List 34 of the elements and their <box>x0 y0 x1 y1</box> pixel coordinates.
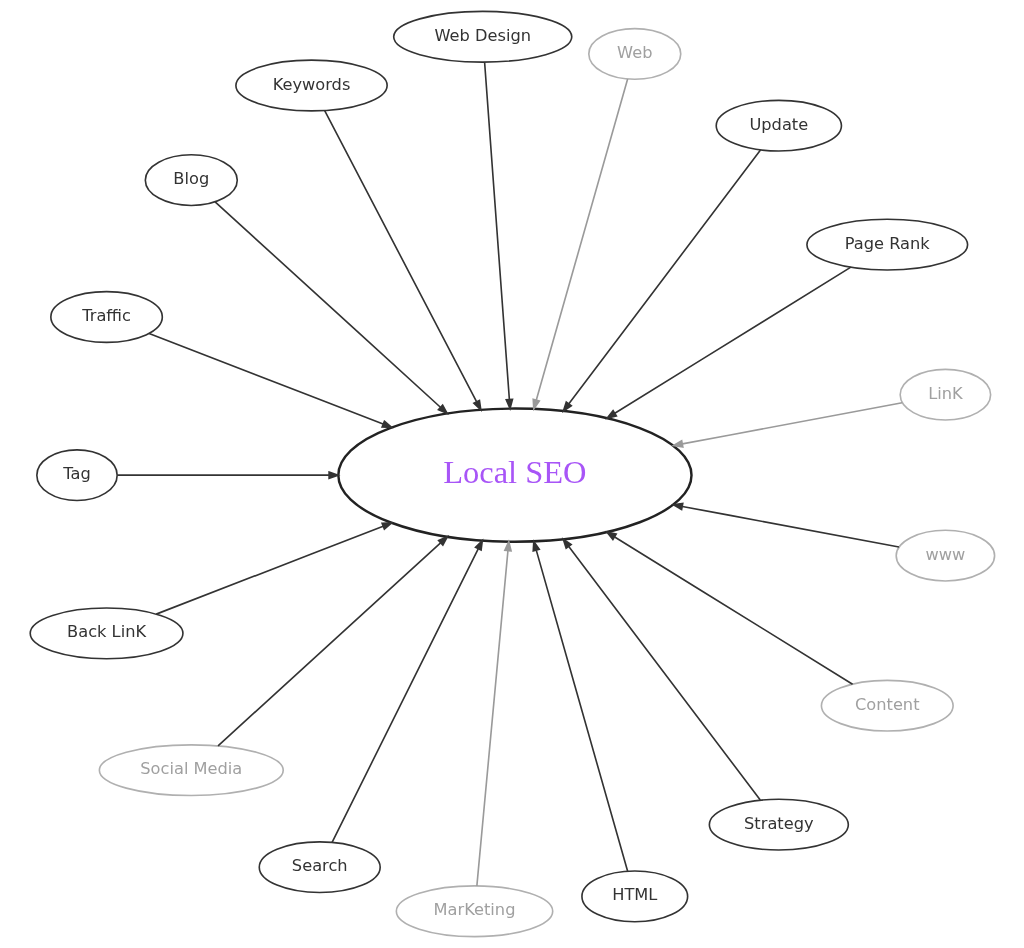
arrow <box>475 539 512 887</box>
arrow <box>561 149 761 413</box>
arrow <box>531 539 628 873</box>
node-ellipse: Tag <box>35 449 118 502</box>
arrow <box>330 538 483 844</box>
node-ellipse: Blog <box>144 154 238 207</box>
node-ellipse: Web Design <box>392 10 573 63</box>
arrow <box>154 522 394 615</box>
node-ellipse: Content <box>820 679 954 732</box>
node-ellipse: Social Media <box>98 744 284 797</box>
node-ellipse: Back LinK <box>28 607 184 660</box>
node-ellipse: MarKeting <box>395 885 553 938</box>
arrow <box>561 537 761 801</box>
node-ellipse: Keywords <box>234 59 388 112</box>
arrow <box>323 109 482 412</box>
arrow <box>483 61 514 411</box>
node-ellipse: Traffic <box>49 290 163 344</box>
node-ellipse: Update <box>714 99 842 152</box>
arrow <box>670 401 903 448</box>
arrow <box>604 530 853 686</box>
arrow <box>116 470 340 480</box>
arrow <box>213 201 449 415</box>
node-ellipse: www <box>894 529 995 582</box>
node-ellipse: Web <box>587 27 682 81</box>
arrow <box>216 535 449 747</box>
node-ellipse: Page Rank <box>805 218 968 271</box>
node-ellipse: Strategy <box>708 798 849 851</box>
arrow <box>147 332 394 429</box>
node-ellipse: Search <box>257 841 381 894</box>
arrow <box>670 502 900 548</box>
node-ellipse: HTML <box>580 870 688 923</box>
node-ellipse: LinK <box>898 368 991 421</box>
arrow <box>531 78 628 412</box>
arrow <box>604 266 852 420</box>
